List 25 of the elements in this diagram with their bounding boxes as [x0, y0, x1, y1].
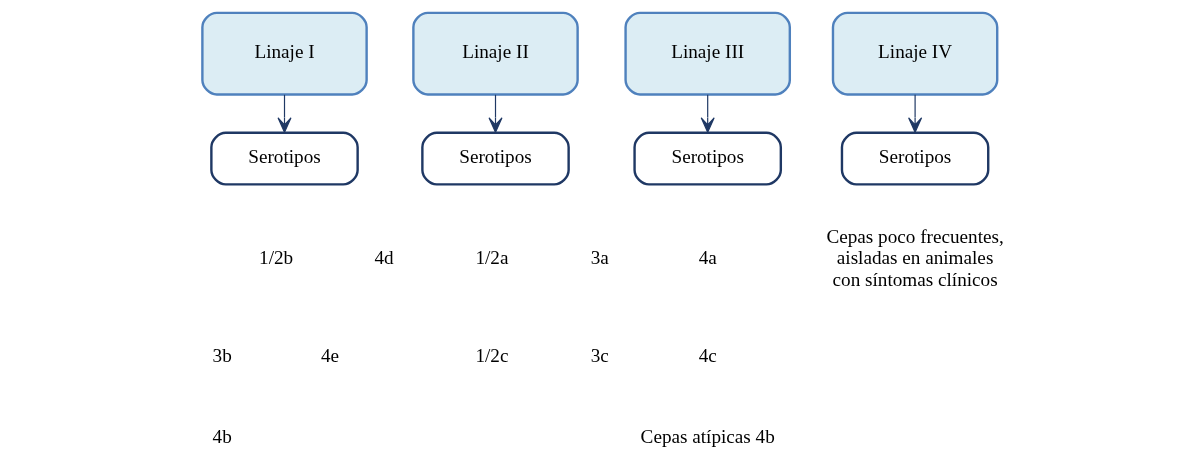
arrow	[700, 94, 715, 133]
node-box: Serotipos	[633, 131, 783, 186]
label: 4a	[698, 247, 717, 269]
label: Cepas atípicas 4b	[640, 426, 775, 448]
label: 3a	[590, 247, 609, 269]
node-box: Linaje II	[412, 11, 579, 96]
label: Cepas poco frecuentes, aisladas en animales con síntomas clínicos	[826, 225, 1004, 291]
label: 3c	[590, 344, 609, 366]
label: 1/2a	[475, 247, 509, 269]
arrow	[908, 94, 923, 133]
node-box: Linaje I	[201, 11, 368, 96]
label: 4c	[698, 344, 717, 366]
label: 1/2c	[475, 344, 509, 366]
node-box: Linaje III	[624, 11, 792, 96]
label: 4b	[212, 426, 232, 448]
node-box: Serotipos	[421, 131, 570, 186]
label: 1/2b	[259, 247, 294, 269]
label: 4d	[374, 247, 394, 269]
label: 4e	[321, 344, 340, 366]
arrow	[277, 94, 292, 133]
arrow	[488, 94, 503, 133]
node-box: Linaje IV	[831, 11, 999, 96]
label: 3b	[212, 344, 232, 366]
node-box: Serotipos	[840, 131, 990, 186]
node-box: Serotipos	[210, 131, 359, 186]
